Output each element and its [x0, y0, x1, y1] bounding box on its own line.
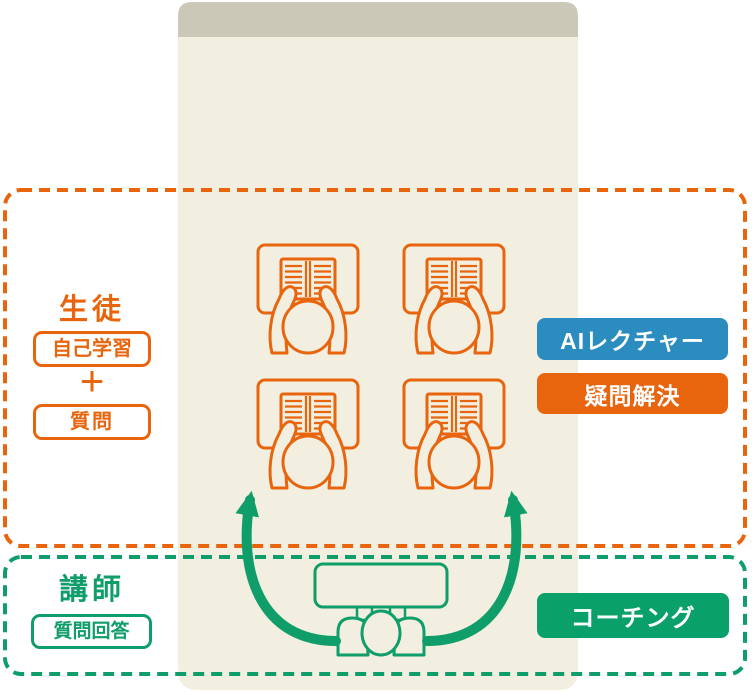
question-label-box: 質問 [33, 404, 151, 440]
students-heading: 生徒 [58, 294, 125, 326]
plus-sign: + [79, 357, 105, 404]
coaching-arrow-right-icon [422, 490, 528, 646]
coaching-badge: コーチング [537, 593, 729, 638]
coaching-arrow-left-icon [235, 490, 341, 646]
ai-lecture-badge: AIレクチャー [537, 318, 728, 360]
classroom-panel [178, 2, 578, 690]
classroom-floor [178, 37, 578, 690]
self-study-label-box: 自己学習 [33, 331, 151, 367]
question-answer-label-box: 質問回答 [31, 614, 152, 649]
classroom-top-band [178, 2, 578, 37]
instructor-zone-dashed-border [3, 555, 747, 676]
instructor-heading: 講師 [58, 574, 125, 606]
problem-solving-badge: 疑問解決 [537, 373, 728, 414]
